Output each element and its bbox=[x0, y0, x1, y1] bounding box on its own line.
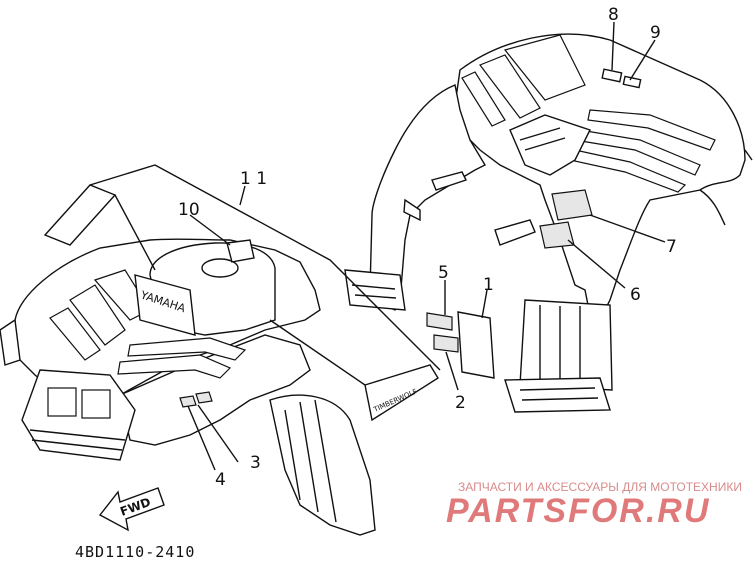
decal-10 bbox=[226, 239, 255, 263]
diagram-part-code: 4BD1110-2410 bbox=[75, 543, 195, 561]
callout-3: 3 bbox=[250, 453, 261, 473]
decal-3 bbox=[195, 391, 213, 404]
front-fender: YAMAHA bbox=[0, 238, 376, 536]
decal-set-11: TIMBERWOLF bbox=[43, 164, 441, 422]
callout-11: 1 1 bbox=[240, 169, 267, 189]
watermark-subtitle: ЗАПЧАСТИ И АКСЕССУАРЫ ДЛЯ МОТОТЕХНИКИ bbox=[458, 480, 742, 494]
decal-4 bbox=[179, 395, 197, 408]
callout-2: 2 bbox=[455, 393, 466, 413]
decal-7 bbox=[551, 189, 593, 221]
decal-2 bbox=[433, 334, 459, 353]
leader-lines bbox=[187, 21, 666, 471]
decal-6 bbox=[539, 221, 575, 249]
callout-1: 1 bbox=[483, 275, 494, 295]
rear-fender bbox=[344, 33, 753, 413]
callout-8: 8 bbox=[608, 5, 619, 25]
callout-5: 5 bbox=[438, 263, 449, 283]
fwd-arrow: FWD bbox=[98, 487, 165, 532]
callout-7: 7 bbox=[666, 237, 677, 257]
decal-9 bbox=[622, 75, 642, 89]
callout-4: 4 bbox=[215, 470, 226, 490]
callout-6: 6 bbox=[630, 285, 641, 305]
timberwolf-decal bbox=[364, 364, 439, 422]
decal-8 bbox=[601, 68, 623, 83]
decal-5 bbox=[426, 312, 453, 331]
decal-1 bbox=[457, 311, 495, 379]
watermark: ЗАПЧАСТИ И АКСЕССУАРЫ ДЛЯ МОТОТЕХНИКИ PA… bbox=[446, 480, 742, 530]
callout-10: 10 bbox=[178, 200, 200, 220]
callout-9: 9 bbox=[650, 23, 661, 43]
watermark-brand: PARTSFOR.RU bbox=[446, 492, 710, 530]
